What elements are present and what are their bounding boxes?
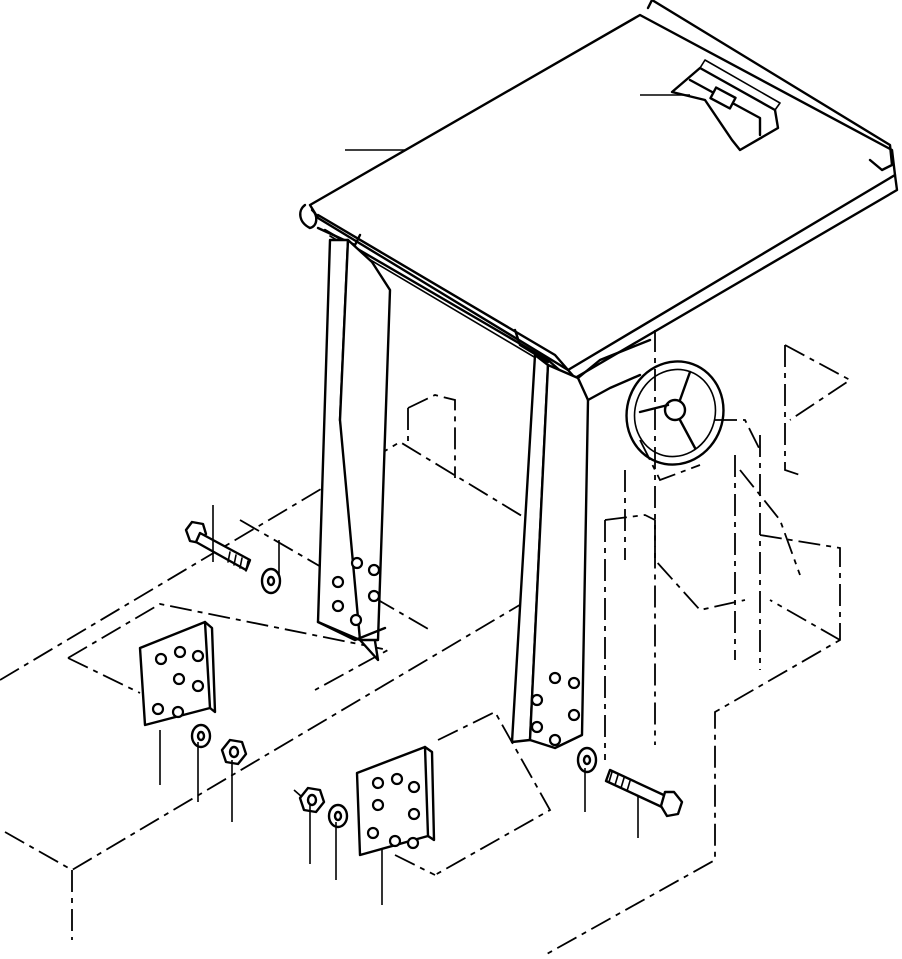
leader-lines	[159, 94, 690, 905]
right-bolt	[604, 768, 684, 818]
nuts	[220, 738, 326, 814]
left-pillar	[316, 238, 392, 662]
roof-bracket	[670, 59, 781, 152]
right-mounting-plate	[355, 745, 436, 857]
left-mounting-plate	[138, 620, 217, 727]
steering-wheel	[625, 360, 725, 482]
right-pillar	[510, 338, 652, 750]
left-bolt	[184, 520, 252, 572]
washers	[190, 567, 598, 829]
machine-body-phantom	[0, 330, 852, 956]
